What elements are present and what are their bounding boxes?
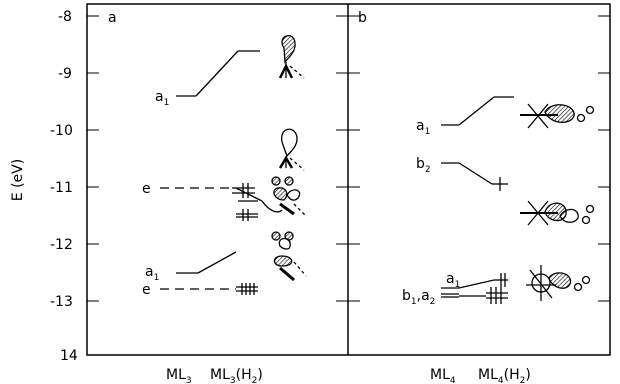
y-axis-label: E (eV) — [10, 159, 26, 201]
svg-text:b2: b2 — [416, 156, 431, 175]
svg-text:b1,a2: b1,a2 — [402, 288, 435, 307]
sigma-lobe-icon — [520, 103, 595, 129]
panel-b-tag: b — [358, 10, 367, 26]
y-tick-label: -11 — [50, 180, 73, 196]
y-tick-label: -8 — [58, 9, 72, 25]
p-lobe-icon — [278, 128, 305, 171]
svg-text:a1: a1 — [155, 89, 169, 108]
y-axis: -8 -9 -10 -11 -12 -13 14 E (eV) — [10, 9, 99, 364]
y-tick-label: -10 — [50, 123, 73, 139]
sigma-lobe-icon — [526, 265, 591, 301]
panel-b-levels — [441, 96, 514, 304]
y-tick-label: -12 — [50, 237, 73, 253]
y-tick-label: -9 — [58, 66, 72, 82]
svg-text:ML4: ML4 — [430, 367, 456, 384]
svg-text:e: e — [142, 282, 151, 298]
svg-text:a1: a1 — [446, 271, 460, 290]
panel-a-level-labels: a1 e a1 e — [142, 89, 169, 298]
y-tick-label: -13 — [50, 294, 73, 310]
x-axis-labels: ML3 ML3(H2) ML4 ML4(H2) — [166, 367, 531, 384]
svg-text:a1: a1 — [416, 118, 430, 137]
p-lobe-icon — [271, 176, 307, 217]
svg-text:ML4(H2): ML4(H2) — [478, 367, 531, 384]
svg-text:a1: a1 — [145, 264, 159, 283]
tick-marks — [336, 15, 610, 302]
p-lobe-icon — [278, 35, 305, 79]
svg-text:ML3: ML3 — [166, 367, 192, 384]
svg-text:ML3(H2): ML3(H2) — [210, 367, 263, 384]
svg-text:e: e — [142, 181, 151, 197]
panel-b-level-labels: a1 b2 a1 b1,a2 — [402, 118, 460, 307]
panel-a-levels — [160, 50, 283, 295]
y-tick-label: 14 — [60, 348, 78, 364]
panel-a-tag: a — [108, 10, 117, 26]
d-lobe-icon — [271, 231, 307, 282]
pi-lobe-icon — [520, 200, 595, 226]
